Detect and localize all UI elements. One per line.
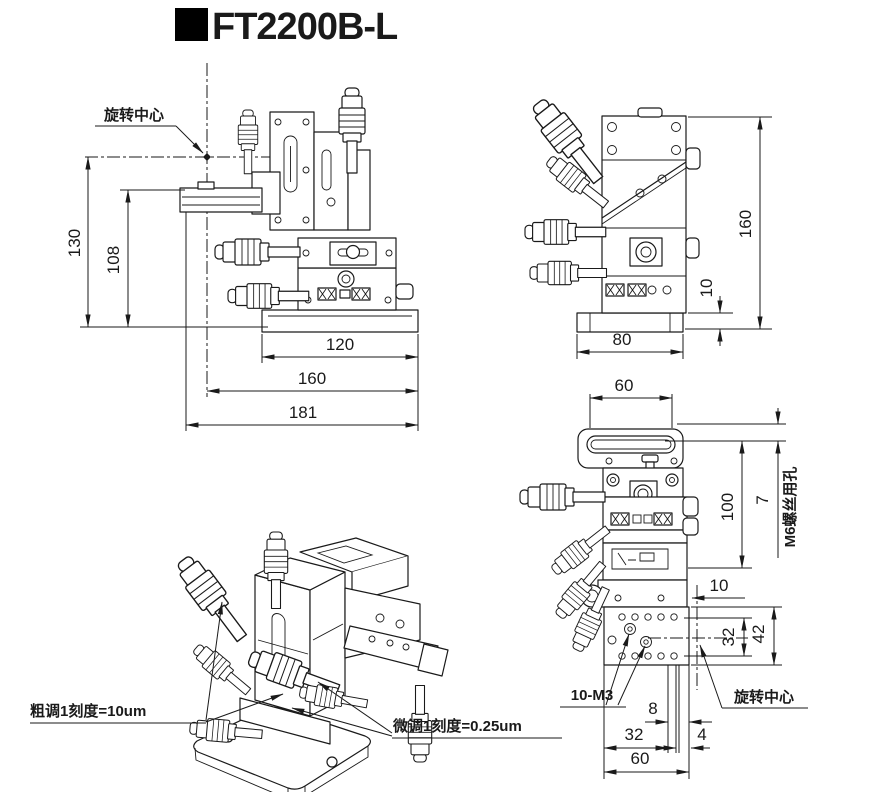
rotation-center-label: 旋转中心 [103, 106, 164, 124]
dovetail-graphic [627, 283, 647, 297]
isometric-view-drawing [170, 531, 449, 792]
rotation-center-label-top: 旋转中心 [733, 688, 794, 706]
fine-adjust-label: 微调1刻度=0.25um [392, 717, 522, 735]
dim-108: 108 [104, 246, 123, 274]
micrometer-graphic [188, 639, 256, 701]
dim-130: 130 [65, 229, 84, 257]
dim-42: 42 [749, 625, 768, 644]
dim-7: 7 [753, 495, 772, 504]
dim-160: 160 [298, 369, 326, 388]
side-view-dimensions: 160 10 80 [576, 116, 772, 359]
micrometer-graphic [170, 550, 255, 648]
dim-10-side: 10 [697, 279, 716, 298]
dim-120: 120 [326, 335, 354, 354]
dim-160-side: 160 [736, 210, 755, 238]
dim-181: 181 [289, 403, 317, 422]
micrometer-graphic [214, 238, 301, 266]
top-view-drawing [519, 428, 748, 753]
m6-hole-label: M6螺丝用孔 [781, 467, 799, 548]
page-title: FT2200B-L [212, 6, 398, 48]
dim-8: 8 [648, 699, 657, 718]
dim-10-top: 10 [710, 576, 729, 595]
dim-32-bottom: 32 [625, 725, 644, 744]
micrometer-graphic [237, 109, 259, 175]
title-square-icon [175, 8, 208, 41]
dovetail-graphic [351, 287, 371, 301]
micrometer-graphic [529, 260, 608, 286]
dim-80: 80 [613, 330, 632, 349]
isometric-view-annotations: 粗调1刻度=10um 微调1刻度=0.25um [30, 601, 562, 739]
title-block: FT2200B-L [175, 6, 399, 48]
dim-60-bottom: 60 [631, 749, 650, 768]
micrometer-graphic [519, 483, 606, 511]
dim-100: 100 [718, 493, 737, 521]
dovetail-graphic [653, 512, 673, 526]
dovetail-graphic [610, 512, 630, 526]
dim-60-top: 60 [615, 376, 634, 395]
dovetail-graphic [605, 283, 625, 297]
top-view-dimensions: 60 100 7 M6螺丝用孔 10 32 42 8 32 4 60 [560, 376, 808, 779]
dim-4: 4 [697, 725, 706, 744]
dovetail-graphic [317, 287, 337, 301]
m3-holes-label: 10-M3 [571, 687, 614, 704]
micrometer-graphic [227, 283, 310, 309]
front-view-dimensions: 旋转中心 130 108 120 160 181 [65, 106, 419, 431]
dim-32-right: 32 [719, 628, 738, 647]
coarse-adjust-label: 粗调1刻度=10um [30, 702, 146, 720]
side-view-drawing [524, 93, 701, 333]
micrometer-graphic [524, 219, 607, 245]
front-view-drawing [85, 63, 419, 397]
